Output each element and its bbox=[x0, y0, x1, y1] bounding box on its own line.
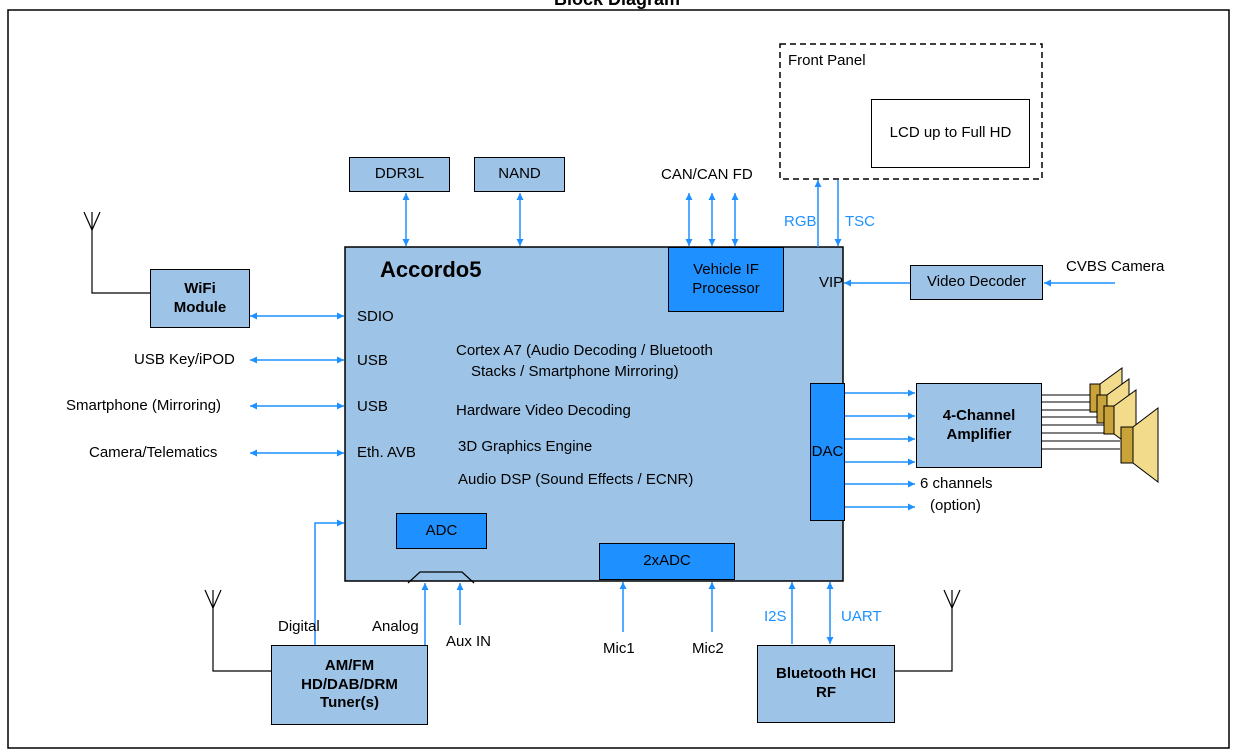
usb1-port-label: USB bbox=[357, 352, 388, 369]
diagram-title: Block Diagram bbox=[0, 0, 1234, 8]
outer-frame bbox=[7, 9, 1230, 749]
adc-block: ADC bbox=[396, 513, 487, 549]
rgb-label: RGB bbox=[784, 213, 817, 230]
wifi-line1: WiFi bbox=[184, 279, 216, 297]
video-feature: Hardware Video Decoding bbox=[456, 402, 631, 419]
i2s-label: I2S bbox=[764, 608, 787, 625]
tuner-line2: HD/DAB/DRM bbox=[301, 675, 398, 693]
amplifier-block: 4-Channel Amplifier bbox=[916, 383, 1042, 468]
cortex-feature-line2: Stacks / Smartphone Mirroring) bbox=[471, 363, 679, 380]
dsp-feature: Audio DSP (Sound Effects / ECNR) bbox=[458, 471, 694, 488]
camera-telematics-label: Camera/Telematics bbox=[89, 444, 218, 461]
amplifier-line2: Amplifier bbox=[946, 425, 1012, 443]
eth-port-label: Eth. AVB bbox=[357, 444, 416, 461]
analog-label: Analog bbox=[372, 618, 419, 635]
lcd-block: LCD up to Full HD bbox=[871, 99, 1030, 168]
nand-block: NAND bbox=[474, 157, 565, 192]
vehicle-if-block: Vehicle IF Processor bbox=[668, 247, 784, 312]
vip-port-label: VIP bbox=[819, 274, 844, 291]
digital-label: Digital bbox=[278, 618, 320, 635]
front-panel-label: Front Panel bbox=[788, 52, 866, 69]
wifi-module-block: WiFi Module bbox=[150, 269, 250, 328]
tsc-label: TSC bbox=[845, 213, 875, 230]
usb2-port-label: USB bbox=[357, 398, 388, 415]
dac-block: DAC bbox=[810, 383, 845, 521]
amplifier-line1: 4-Channel bbox=[942, 406, 1016, 424]
tuner-line3: Tuner(s) bbox=[320, 694, 379, 712]
graphics-feature: 3D Graphics Engine bbox=[458, 438, 593, 455]
mic2-label: Mic2 bbox=[692, 640, 724, 657]
video-decoder-block: Video Decoder bbox=[910, 265, 1043, 300]
mic1-label: Mic1 bbox=[603, 640, 635, 657]
antenna-icon bbox=[83, 211, 150, 294]
wifi-line2: Module bbox=[173, 298, 227, 316]
ddr3l-label: DDR3L bbox=[374, 165, 425, 183]
six-channels-line2: (option) bbox=[930, 497, 981, 514]
dual-adc-block: 2xADC bbox=[599, 543, 735, 580]
cvbs-camera-label: CVBS Camera bbox=[1066, 258, 1165, 275]
lcd-label: LCD up to Full HD bbox=[889, 124, 1012, 142]
six-channels-line1: 6 channels bbox=[920, 475, 993, 492]
antenna-icon bbox=[204, 589, 271, 672]
aux-in-label: Aux IN bbox=[446, 633, 492, 650]
ddr3l-block: DDR3L bbox=[349, 157, 450, 192]
video-decoder-label: Video Decoder bbox=[927, 273, 1026, 291]
bluetooth-line2: RF bbox=[816, 684, 836, 701]
front-panel-frame bbox=[779, 43, 1043, 180]
uart-label: UART bbox=[841, 608, 882, 625]
soc-name: Accordo5 bbox=[380, 257, 482, 282]
speaker-icon bbox=[1120, 406, 1159, 484]
dac-label: DAC bbox=[811, 442, 844, 460]
sdio-port-label: SDIO bbox=[357, 308, 394, 325]
tuner-line1: AM/FM bbox=[324, 656, 375, 674]
antenna-icon bbox=[895, 589, 961, 672]
vehicle-if-line2: Processor bbox=[692, 279, 760, 297]
dual-adc-label: 2xADC bbox=[643, 552, 691, 570]
nand-label: NAND bbox=[498, 165, 541, 183]
smartphone-label: Smartphone (Mirroring) bbox=[66, 397, 222, 414]
vehicle-if-line1: Vehicle IF bbox=[693, 260, 759, 278]
adc-label: ADC bbox=[425, 521, 458, 539]
can-label: CAN/CAN FD bbox=[661, 166, 753, 183]
adc-mux-shape bbox=[407, 571, 475, 584]
bluetooth-line1: Bluetooth HCI bbox=[776, 665, 876, 683]
tuner-digital-link bbox=[314, 519, 344, 645]
bluetooth-block: Bluetooth HCI RF bbox=[757, 645, 895, 723]
tuner-block: AM/FM HD/DAB/DRM Tuner(s) bbox=[271, 645, 428, 725]
cortex-feature-line1: Cortex A7 (Audio Decoding / Bluetooth bbox=[456, 342, 713, 359]
usb-key-label: USB Key/iPOD bbox=[134, 351, 235, 368]
